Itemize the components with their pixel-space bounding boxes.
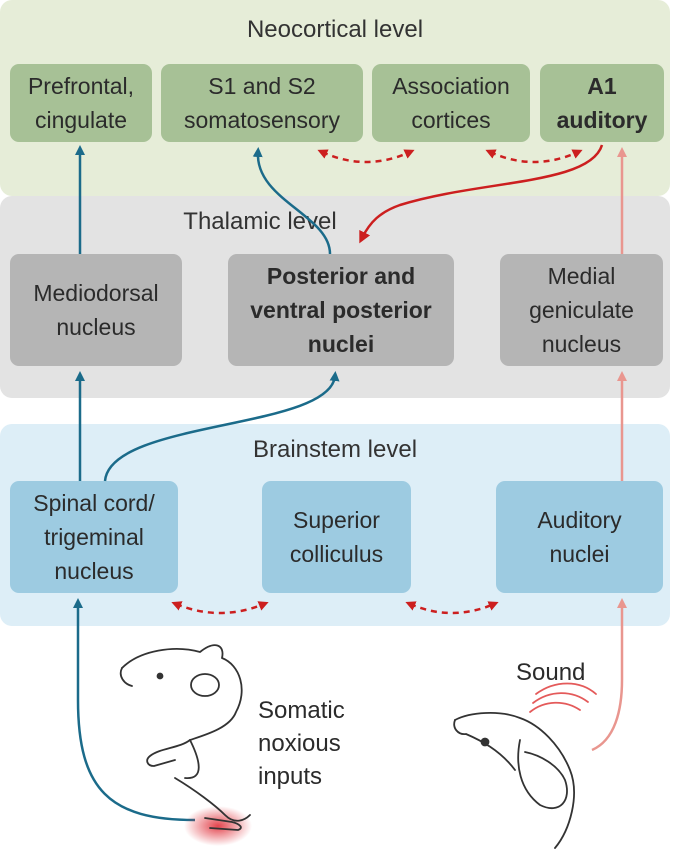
auditory-pathway — [591, 147, 627, 752]
medial-geniculate-nucleus-node: Medial geniculate nucleus — [500, 254, 663, 366]
a1-auditory-label: A1 auditory — [556, 73, 648, 133]
superior-colliculus-node: Superior colliculus — [262, 481, 411, 593]
arrow-spinal-colliculus-bidirectional — [171, 601, 269, 615]
arrow-s1s2-association-bidirectional — [317, 149, 415, 164]
medial-geniculate-nucleus-label: Medial geniculate nucleus — [529, 263, 634, 357]
sound-wave-icon — [529, 701, 581, 713]
arrow-posterior-to-s1s2 — [252, 147, 332, 255]
mediodorsal-nucleus-node: Mediodorsal nucleus — [10, 254, 182, 366]
neocortical-level-title: Neocortical level — [246, 16, 424, 43]
prefrontal-cingulate-node: Prefrontal, cingulate — [10, 64, 152, 142]
association-cortices-node: Association cortices — [372, 64, 530, 142]
spinal-cord-trigeminal-nucleus-node: Spinal cord/ trigeminal nucleus — [10, 481, 178, 593]
superior-colliculus-label: Superior colliculus — [289, 507, 384, 567]
s1-s2-somatosensory-node: S1 and S2 somatosensory — [161, 64, 363, 142]
auditory-nuclei-node: Auditory nuclei — [496, 481, 663, 593]
arrow-a1-to-posterior — [359, 144, 604, 244]
crosstalk-arrows — [171, 144, 604, 615]
somatic-noxious-inputs-label: Somatic noxious inputs — [258, 697, 345, 790]
arrow-input-to-spinal — [73, 598, 196, 822]
arrow-sound-to-auditory-nuclei — [591, 598, 627, 752]
posterior-ventral-posterior-nuclei-node: Posterior and ventral posterior nuclei — [228, 254, 454, 366]
mouse-somatic-illustration — [119, 644, 252, 846]
arrow-spinal-to-posterior — [103, 371, 340, 482]
noxious-stimulus-glow — [184, 806, 252, 846]
arrow-colliculus-auditory-bidirectional — [405, 601, 499, 615]
brainstem-level-title: Brainstem level — [252, 436, 418, 463]
posterior-ventral-posterior-nuclei-label: Posterior and ventral posterior nuclei — [250, 263, 432, 357]
association-cortices-label: Association cortices — [392, 73, 510, 133]
mediodorsal-nucleus-label: Mediodorsal nucleus — [33, 280, 159, 340]
spinal-cord-trigeminal-nucleus-label: Spinal cord/ trigeminal nucleus — [33, 490, 155, 584]
auditory-nuclei-label: Auditory nuclei — [537, 507, 622, 567]
s1-s2-somatosensory-label: S1 and S2 somatosensory — [184, 73, 340, 133]
somatic-pathway — [73, 145, 340, 822]
mouse-sound-illustration — [453, 682, 597, 849]
prefrontal-cingulate-label: Prefrontal, cingulate — [27, 73, 135, 133]
sound-label: Sound — [516, 659, 586, 686]
a1-auditory-node: A1 auditory — [540, 64, 664, 142]
arrow-association-a1-bidirectional — [485, 149, 583, 164]
